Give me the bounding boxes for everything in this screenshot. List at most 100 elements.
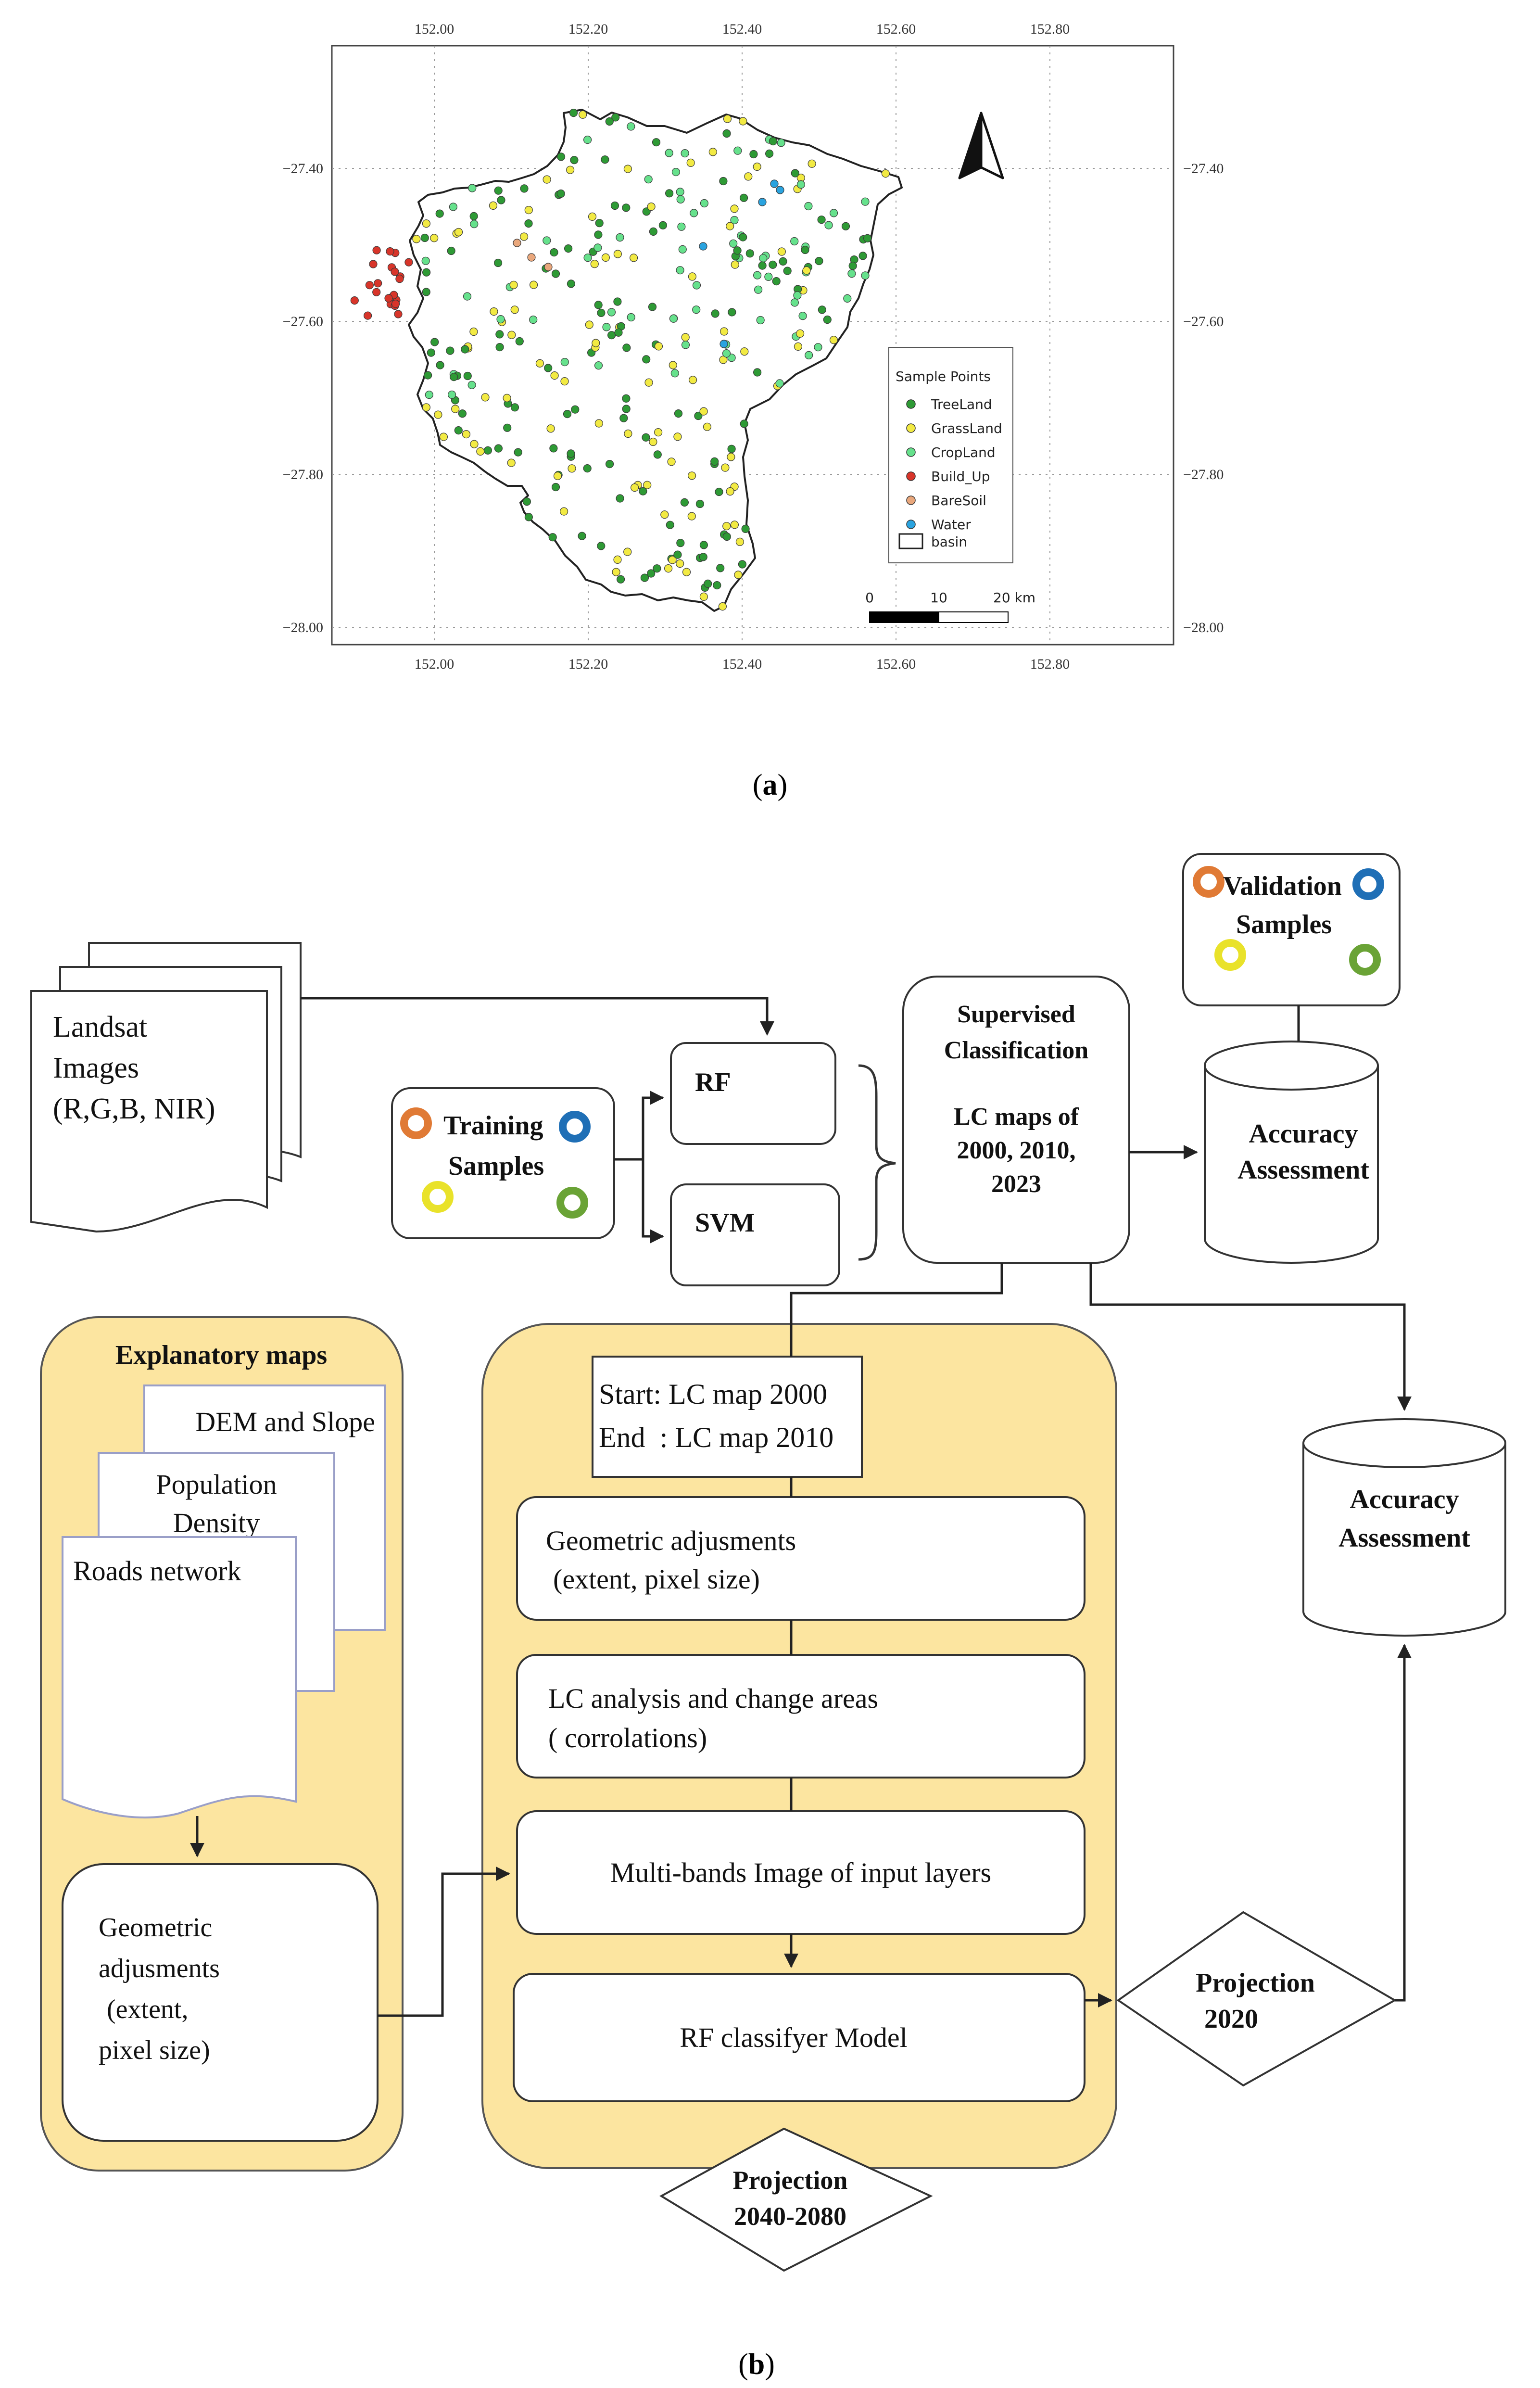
sample-point-cropland xyxy=(764,272,773,281)
scale-label-10: 10 xyxy=(930,590,947,606)
sample-point-buildup xyxy=(350,296,359,305)
sample-point-treeland xyxy=(571,405,580,414)
projection-2040-diamond xyxy=(659,2127,933,2272)
sample-ring-green-icon xyxy=(556,1187,588,1219)
sample-ring-blue-icon xyxy=(559,1111,591,1143)
sample-point-cropland xyxy=(777,139,785,147)
sample-point-cropland xyxy=(421,256,430,265)
legend-swatch-cropland xyxy=(906,447,916,457)
sample-point-cropland xyxy=(676,195,685,203)
sample-point-cropland xyxy=(861,197,870,206)
sample-points-layer xyxy=(350,109,890,611)
supervised-label: LC maps of xyxy=(954,1103,1079,1130)
sample-point-grassland xyxy=(644,378,653,387)
sample-point-grassland xyxy=(699,407,708,416)
sample-point-grassland xyxy=(507,458,516,467)
sample-point-treeland xyxy=(666,521,674,529)
sample-point-treeland xyxy=(772,277,781,286)
sample-point-treeland xyxy=(469,212,478,220)
sample-point-treeland xyxy=(769,137,778,146)
sample-point-grassland xyxy=(623,165,632,173)
sample-point-cropland xyxy=(665,149,673,157)
sample-point-treeland xyxy=(458,409,467,418)
sample-point-water xyxy=(699,242,707,251)
accuracy-right-label: Accuracy xyxy=(1350,1485,1459,1514)
sample-point-grassland xyxy=(546,424,555,433)
geometric-left-label: (extent, xyxy=(107,1994,188,2024)
sample-point-cropland xyxy=(814,343,822,352)
scale-label-0: 0 xyxy=(865,590,874,606)
sample-point-grassland xyxy=(686,158,695,167)
sample-point-treeland xyxy=(622,343,631,352)
sample-point-treeland xyxy=(619,414,628,422)
north-arrow-icon xyxy=(958,112,1004,179)
sample-point-grassland xyxy=(720,327,729,336)
map-panel: 152.00 152.20 152.40 152.60 152.80 152.0… xyxy=(283,21,1224,672)
sample-point-treeland xyxy=(497,196,505,204)
x-tick-bottom: 152.00 xyxy=(415,656,454,672)
sample-point-grassland xyxy=(560,377,569,386)
sample-point-treeland xyxy=(783,267,792,275)
sample-point-treeland xyxy=(567,449,575,458)
sample-point-cropland xyxy=(733,146,742,155)
sample-point-treeland xyxy=(640,573,649,582)
sample-point-treeland xyxy=(841,222,850,230)
sample-point-grassland xyxy=(476,447,485,456)
sample-point-treeland xyxy=(728,308,736,317)
sample-point-treeland xyxy=(494,186,503,195)
rf-model-box xyxy=(513,1973,1086,2102)
sample-point-baresoil xyxy=(544,263,553,271)
sample-point-treeland xyxy=(858,252,867,260)
sample-point-baresoil xyxy=(513,239,521,247)
sample-point-grassland xyxy=(550,371,559,380)
sample-point-grassland xyxy=(481,393,490,402)
sample-point-treeland xyxy=(524,219,533,228)
sample-point-grassland xyxy=(613,250,622,258)
sample-point-treeland xyxy=(779,257,787,266)
sample-point-treeland xyxy=(739,233,747,241)
sample-point-grassland xyxy=(722,522,731,531)
sample-point-grassland xyxy=(630,483,639,492)
sample-point-treeland xyxy=(622,405,631,413)
projection-2020-label: 2020 xyxy=(1204,2004,1258,2034)
landsat-label: (R,G,B, NIR) xyxy=(53,1092,215,1125)
landsat-label: Images xyxy=(53,1052,139,1084)
sample-point-grassland xyxy=(777,247,786,256)
sample-point-baresoil xyxy=(527,253,536,262)
sample-point-grassland xyxy=(721,463,730,472)
sample-point-cropland xyxy=(602,323,611,331)
sample-point-treeland xyxy=(711,309,720,318)
sample-ring-orange-icon xyxy=(400,1107,432,1139)
sample-point-treeland xyxy=(450,372,458,381)
sample-point-treeland xyxy=(611,113,620,122)
accuracy-top-label: Assessment xyxy=(1237,1155,1369,1185)
sample-point-grassland xyxy=(723,114,732,123)
legend-label: Water xyxy=(931,517,971,533)
geometric-left-label: adjusments xyxy=(99,1954,220,1983)
sample-point-treeland xyxy=(622,203,631,212)
sample-point-water xyxy=(720,340,728,348)
sample-point-treeland xyxy=(594,301,603,309)
sample-point-cropland xyxy=(847,269,856,278)
sample-point-cropland xyxy=(753,271,762,279)
sample-point-treeland xyxy=(740,419,748,428)
y-tick-left: −27.40 xyxy=(283,161,323,177)
sample-point-grassland xyxy=(727,453,735,461)
legend-label: Build_Up xyxy=(931,469,990,484)
sample-point-treeland xyxy=(548,533,557,542)
y-tick-left: −27.60 xyxy=(283,314,323,330)
sample-point-cropland xyxy=(529,315,538,324)
rf-model-label: RF classifyer Model xyxy=(680,2022,908,2053)
sample-point-cropland xyxy=(700,199,709,208)
sample-point-grassland xyxy=(470,440,479,448)
sample-point-cropland xyxy=(756,316,765,325)
sample-point-treeland xyxy=(704,579,712,588)
sample-point-grassland xyxy=(829,336,838,344)
sample-point-grassland xyxy=(730,204,739,213)
sample-point-treeland xyxy=(494,444,503,453)
sample-point-grassland xyxy=(802,266,811,275)
sample-point-treeland xyxy=(614,328,623,337)
multiband-label: Multi-bands Image of input layers xyxy=(610,1857,992,1888)
end-label: End : LC map 2010 xyxy=(599,1422,833,1453)
validation-label: Validation xyxy=(1223,871,1342,901)
